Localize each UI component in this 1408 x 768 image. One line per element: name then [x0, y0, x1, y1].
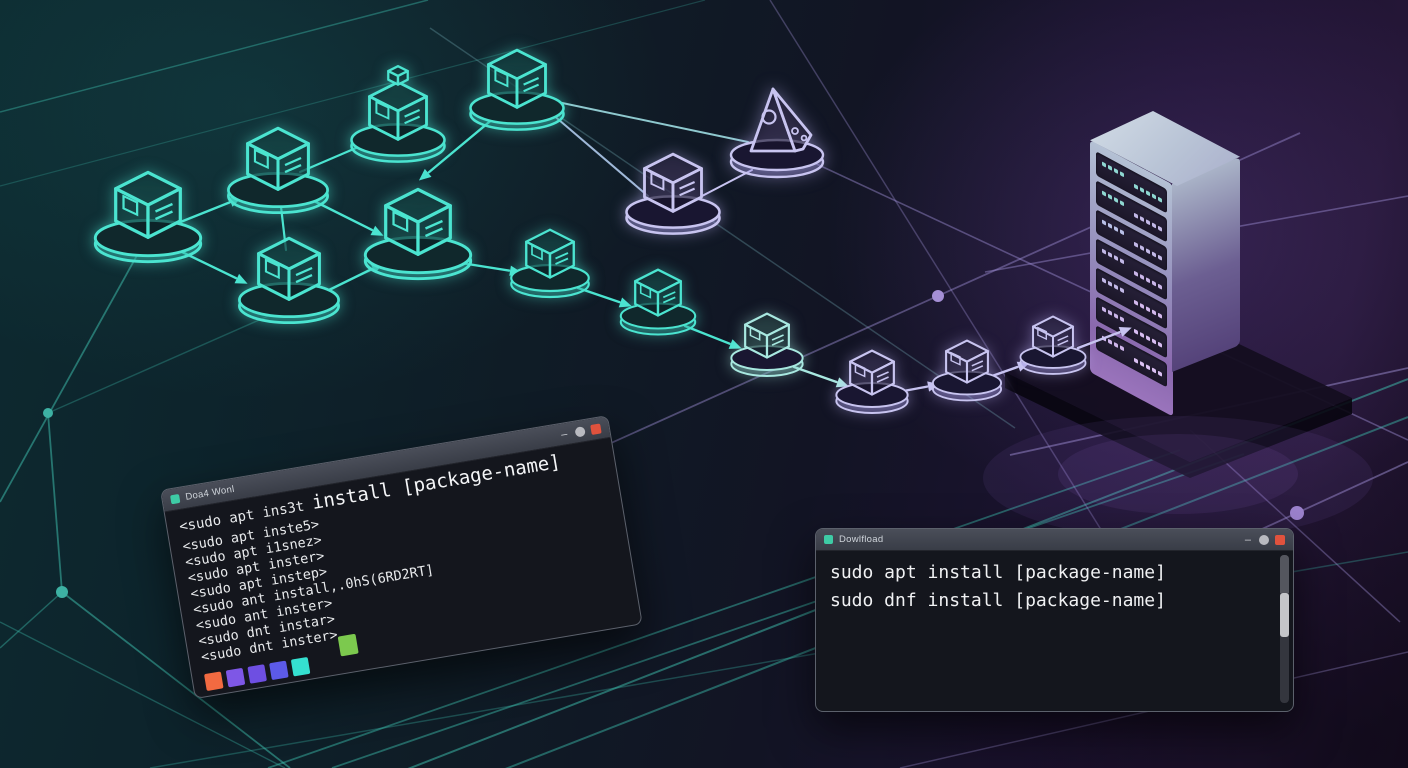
flow-arrow — [310, 198, 384, 236]
terminal-window-right: Dowlfload – sudo apt install [package-na… — [815, 528, 1294, 712]
color-swatch — [337, 633, 359, 657]
flow-arrow — [180, 250, 248, 284]
package-cube-icon — [730, 312, 804, 377]
scrollbar-track-segment — [1280, 555, 1289, 593]
dnf-install-command: sudo dnf install [package-name] — [830, 590, 1166, 611]
flow-connector — [701, 169, 753, 197]
color-swatch — [225, 667, 246, 688]
package-cube-icon — [238, 236, 340, 325]
terminal-right-titlebar[interactable]: Dowlfload – — [816, 529, 1293, 551]
color-swatch — [247, 664, 267, 684]
restore-button[interactable] — [1259, 534, 1269, 545]
package-cube-icon — [350, 65, 446, 163]
package-cube-icon — [619, 268, 697, 336]
package-cube-icon — [625, 152, 721, 235]
flow-arrow — [576, 286, 632, 308]
restore-button[interactable] — [574, 425, 586, 438]
package-cube-icon — [510, 228, 590, 299]
flow-arrow — [1076, 326, 1132, 350]
flow-connector — [544, 107, 649, 197]
network-node-dot — [1290, 506, 1304, 520]
close-button[interactable] — [1275, 534, 1285, 545]
flow-arrow — [683, 324, 742, 349]
color-swatch — [290, 656, 311, 677]
package-cube-icon — [227, 126, 329, 215]
terminal-right-title: Dowlfload — [839, 534, 884, 545]
flow-arrow — [418, 116, 496, 181]
network-node-dot — [56, 586, 68, 598]
scrollbar-thumb[interactable] — [1280, 593, 1289, 637]
network-node-dot — [932, 290, 944, 302]
apt-install-command: sudo apt install [package-name] — [830, 562, 1166, 583]
flow-arrow — [792, 365, 849, 388]
terminal-icon — [170, 493, 181, 505]
package-cube-icon — [931, 339, 1003, 402]
terminal-right-body: sudo apt install [package-name] sudo dnf… — [816, 551, 1293, 719]
network-node-dot — [43, 408, 53, 418]
scrollbar[interactable] — [1280, 555, 1289, 703]
package-cube-icon — [363, 187, 473, 281]
package-cube-icon — [469, 48, 565, 131]
repo-wedge-icon — [729, 87, 825, 179]
color-swatch — [204, 671, 224, 692]
close-button[interactable] — [590, 422, 602, 435]
package-cube-icon — [93, 170, 203, 264]
package-cube-icon — [1019, 315, 1087, 375]
terminal-left-title: Doa4 Wonl — [184, 483, 236, 503]
terminal-icon — [824, 535, 833, 544]
package-cube-icon — [835, 349, 909, 414]
flow-connector — [547, 99, 749, 143]
color-swatch — [269, 660, 289, 681]
minimize-button[interactable]: – — [1244, 533, 1251, 546]
minimize-button[interactable]: – — [560, 427, 569, 441]
